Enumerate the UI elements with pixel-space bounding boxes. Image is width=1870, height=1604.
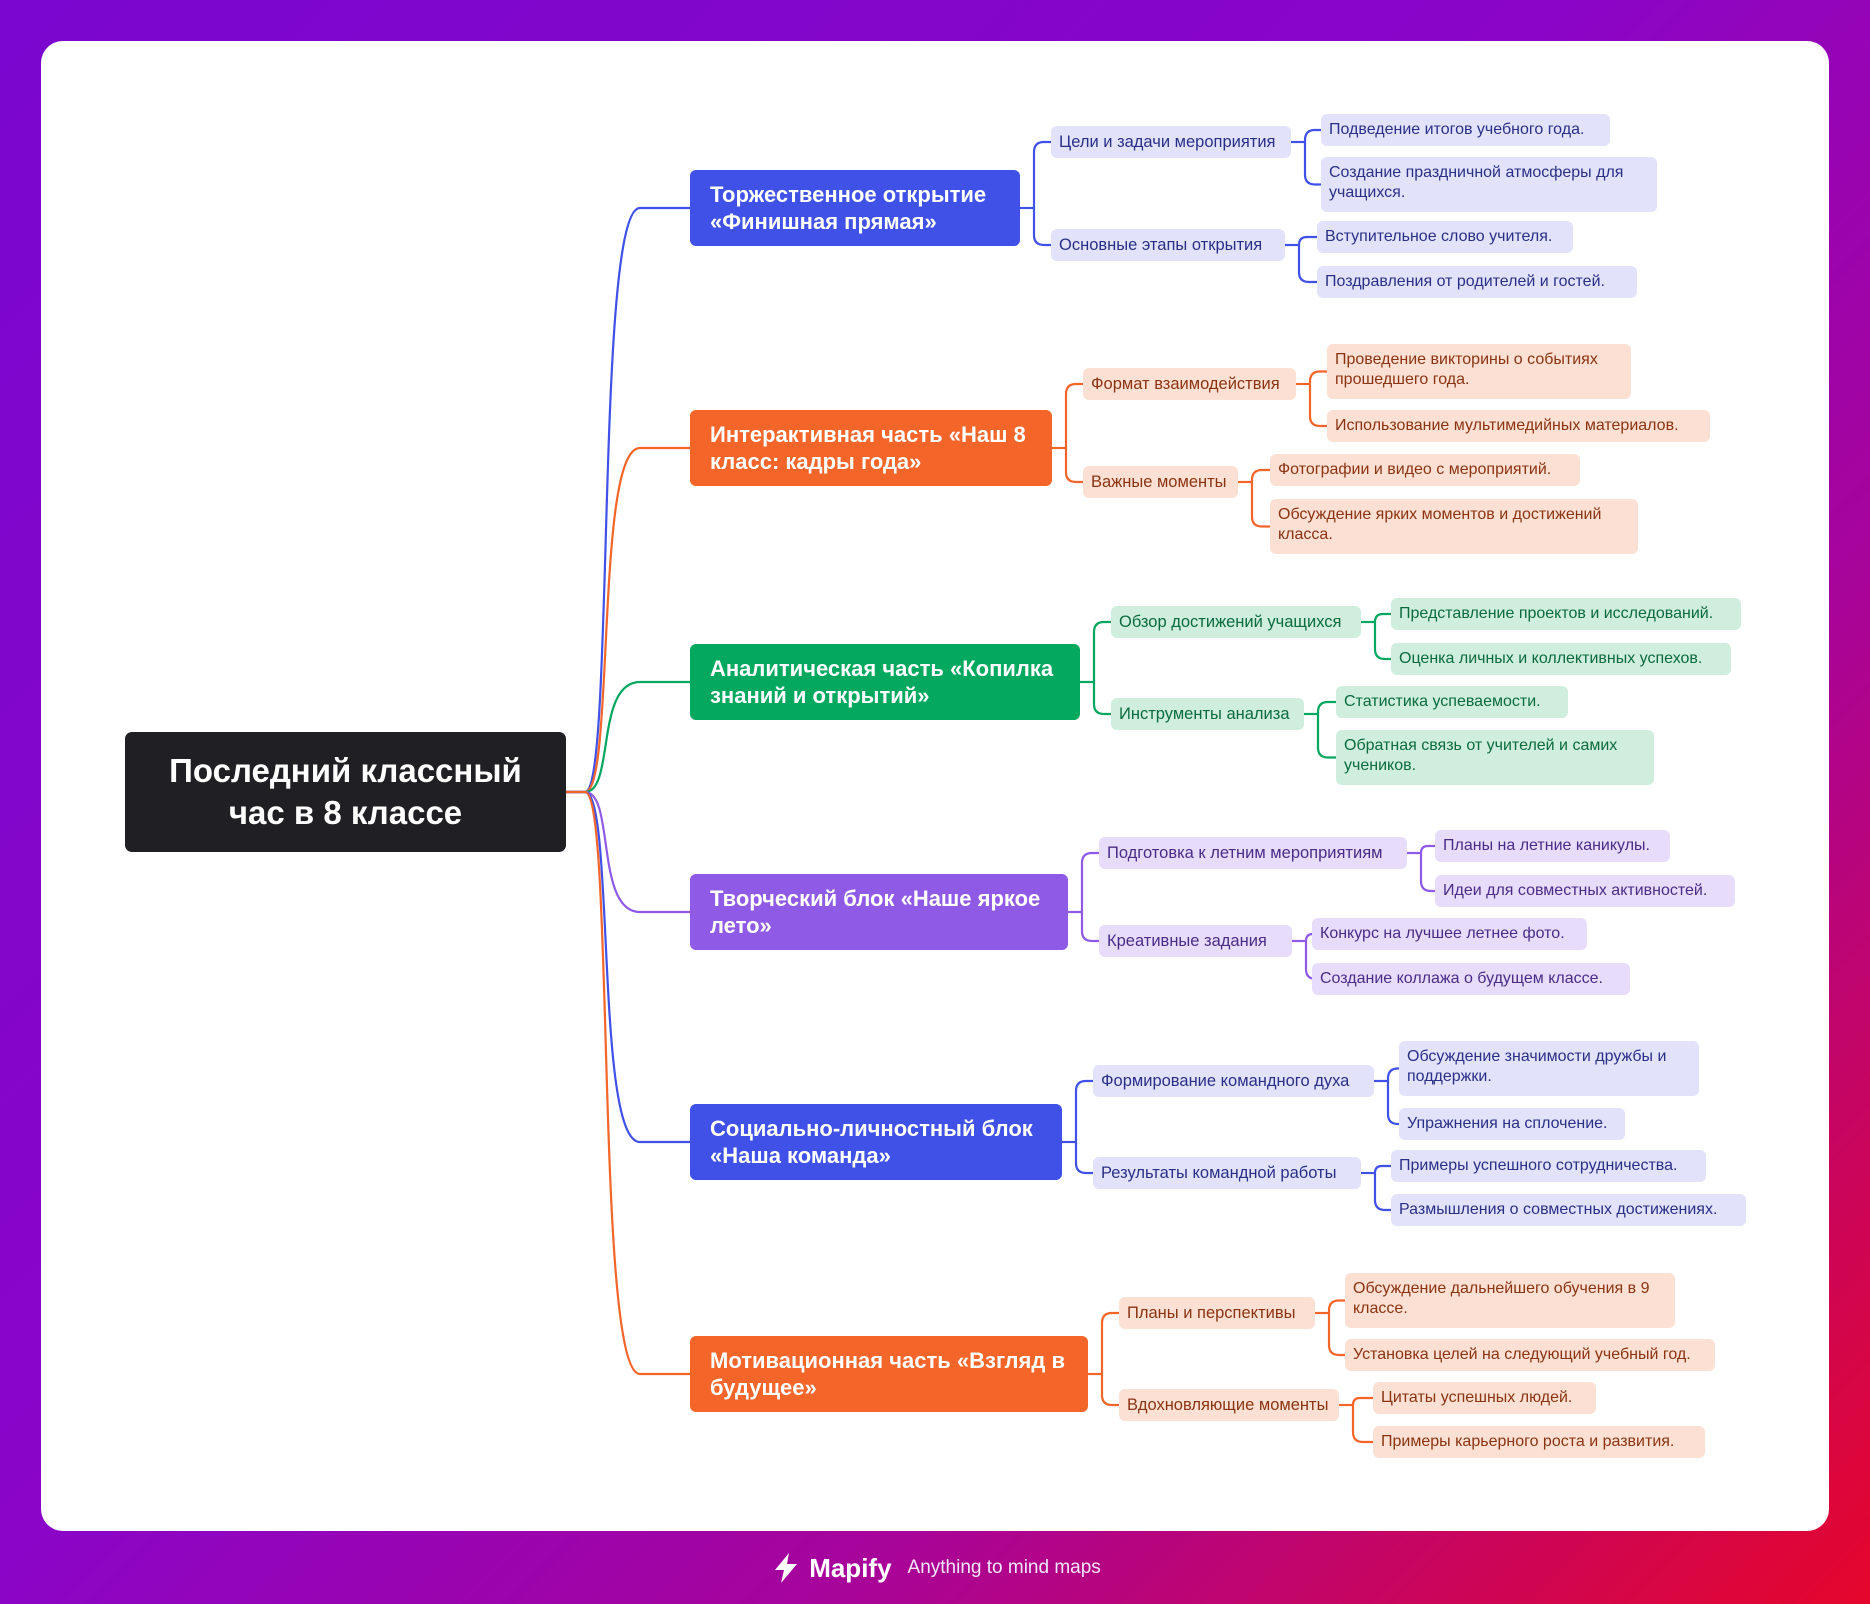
leaf-node[interactable]: Установка целей на следующий учебный год…	[1345, 1339, 1715, 1371]
connector-line	[1032, 140, 1051, 208]
branch-node[interactable]: Социально-личностный блок «Наша команда»	[690, 1104, 1062, 1180]
connector-line	[566, 680, 690, 794]
connector-line	[1327, 1299, 1345, 1313]
topic-node[interactable]: Важные моменты	[1083, 466, 1238, 498]
connector-line	[1386, 1067, 1399, 1081]
leaf-node[interactable]: Фотографии и видео с мероприятий.	[1270, 454, 1580, 486]
connector-line	[566, 790, 690, 1376]
branch-node[interactable]: Торжественное открытие «Финишная прямая»	[690, 170, 1020, 246]
connector-line	[1080, 851, 1099, 912]
leaf-node[interactable]: Поздравления от родителей и гостей.	[1317, 266, 1637, 298]
connector-line	[1327, 1313, 1345, 1357]
connector-line	[1419, 853, 1435, 893]
leaf-node[interactable]: Использование мультимедийных материалов.	[1327, 410, 1710, 442]
connector-line	[1297, 235, 1317, 246]
branch-node[interactable]: Мотивационная часть «Взгляд в будущее»	[690, 1336, 1088, 1412]
leaf-node[interactable]: Представление проектов и исследований.	[1391, 598, 1741, 630]
topic-node[interactable]: Цели и задачи мероприятия	[1051, 126, 1291, 158]
connector-line	[1303, 128, 1321, 142]
connector-line	[1351, 1396, 1373, 1406]
branch-node[interactable]: Интерактивная часть «Наш 8 класс: кадры …	[690, 410, 1052, 486]
lightning-bolt-icon	[775, 1553, 798, 1583]
connector-line	[1373, 612, 1391, 623]
topic-node[interactable]: Основные этапы открытия	[1051, 229, 1285, 261]
connector-line	[1419, 844, 1435, 854]
connector-line	[1100, 1374, 1119, 1407]
connector-line	[566, 206, 690, 794]
connector-line	[1373, 1164, 1391, 1174]
connector-line	[1080, 912, 1099, 943]
connector-line	[1386, 1081, 1399, 1126]
connector-line	[1351, 1405, 1373, 1444]
topic-node[interactable]: Формирование командного духа	[1093, 1065, 1374, 1097]
leaf-node[interactable]: Цитаты успешных людей.	[1373, 1382, 1596, 1414]
connector-line	[1297, 245, 1317, 284]
leaf-node[interactable]: Идеи для совместных активностей.	[1435, 875, 1735, 907]
leaf-node[interactable]: Конкурс на лучшее летнее фото.	[1312, 918, 1587, 950]
tagline: Anything to mind maps	[907, 1557, 1101, 1578]
leaf-node[interactable]: Примеры карьерного роста и развития.	[1373, 1426, 1705, 1458]
footer: Mapify Anything to mind maps	[0, 1548, 1870, 1588]
connector-line	[1373, 1173, 1391, 1212]
leaf-node[interactable]: Упражнения на сплочение.	[1399, 1108, 1625, 1140]
connector-line	[1032, 208, 1051, 247]
leaf-node[interactable]: Обсуждение дальнейшего обучения в 9 клас…	[1345, 1273, 1675, 1328]
brand-name: Mapify	[809, 1552, 892, 1583]
topic-node[interactable]: Вдохновляющие моменты	[1119, 1389, 1339, 1421]
connector-line	[1250, 468, 1270, 482]
leaf-node[interactable]: Создание праздничной атмосферы для учащи…	[1321, 157, 1657, 212]
topic-node[interactable]: Результаты командной работы	[1093, 1157, 1361, 1189]
connector-line	[1074, 1079, 1093, 1142]
connector-line	[1100, 1311, 1119, 1374]
leaf-node[interactable]: Примеры успешного сотрудничества.	[1391, 1150, 1706, 1182]
leaf-node[interactable]: Планы на летние каникулы.	[1435, 830, 1670, 862]
connector-line	[1250, 482, 1270, 528]
topic-node[interactable]: Подготовка к летним мероприятиям	[1099, 837, 1407, 869]
connector-line	[1074, 1142, 1093, 1175]
branch-node[interactable]: Аналитическая часть «Копилка знаний и от…	[690, 644, 1080, 720]
connector-line	[1064, 448, 1083, 484]
connector-line	[1316, 714, 1336, 759]
leaf-node[interactable]: Создание коллажа о будущем классе.	[1312, 963, 1630, 995]
topic-node[interactable]: Формат взаимодействия	[1083, 368, 1296, 400]
leaf-node[interactable]: Обратная связь от учителей и самих учени…	[1336, 730, 1654, 785]
connector-line	[1373, 622, 1391, 661]
leaf-node[interactable]: Размышления о совместных достижениях.	[1391, 1194, 1746, 1226]
connector-line	[1308, 384, 1327, 428]
leaf-node[interactable]: Проведение викторины о событиях прошедше…	[1327, 344, 1631, 399]
topic-node[interactable]: Инструменты анализа	[1111, 698, 1304, 730]
topic-node[interactable]: Креативные задания	[1099, 925, 1292, 957]
connector-line	[1092, 682, 1111, 716]
connector-line	[566, 790, 690, 914]
topic-node[interactable]: Планы и перспективы	[1119, 1297, 1315, 1329]
topic-node[interactable]: Обзор достижений учащихся	[1111, 606, 1361, 638]
connector-line	[566, 790, 690, 1144]
leaf-node[interactable]: Оценка личных и коллективных успехов.	[1391, 643, 1731, 675]
connector-line	[1316, 700, 1336, 714]
mapify-logo: Mapify	[769, 1551, 892, 1585]
branch-node[interactable]: Творческий блок «Наше яркое лето»	[690, 874, 1068, 950]
root-node[interactable]: Последний классный час в 8 классе	[125, 732, 566, 852]
connector-line	[566, 446, 690, 794]
connector-line	[1303, 142, 1321, 186]
connector-line	[1064, 382, 1083, 448]
connector-line	[1308, 370, 1327, 384]
leaf-node[interactable]: Подведение итогов учебного года.	[1321, 114, 1610, 146]
leaf-node[interactable]: Вступительное слово учителя.	[1317, 221, 1573, 253]
leaf-node[interactable]: Обсуждение значимости дружбы и поддержки…	[1399, 1041, 1699, 1096]
connector-line	[1092, 620, 1111, 682]
leaf-node[interactable]: Обсуждение ярких моментов и достижений к…	[1270, 499, 1638, 554]
leaf-node[interactable]: Статистика успеваемости.	[1336, 686, 1568, 718]
